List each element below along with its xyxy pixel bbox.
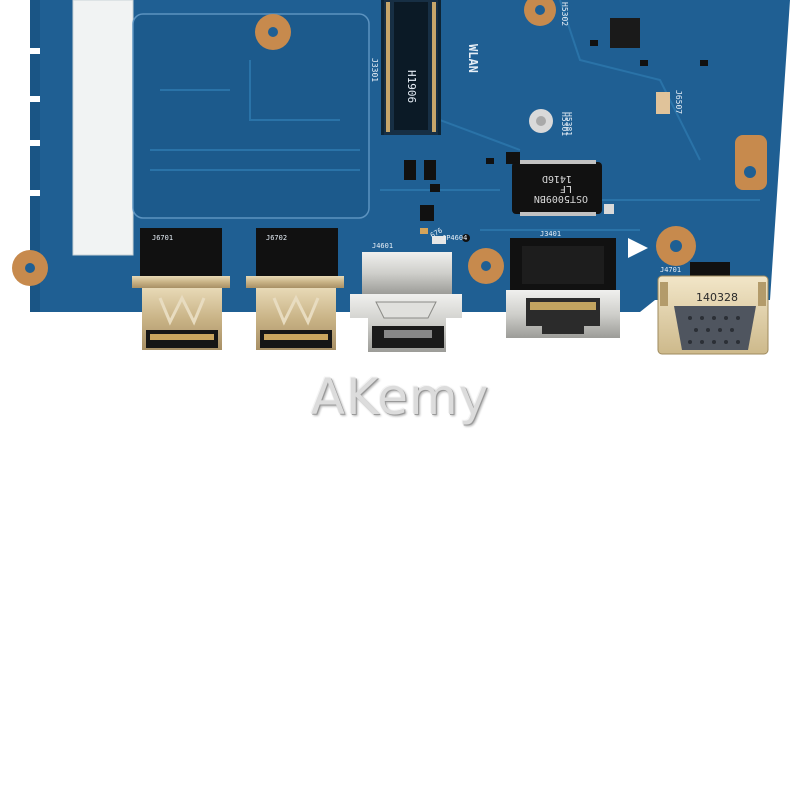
j6702-label: J6702	[266, 234, 287, 242]
mounting-hole	[468, 248, 504, 284]
jp4604-label: JP4604	[442, 234, 467, 242]
mounting-hole	[255, 14, 291, 50]
h5301-label: H5301	[560, 112, 569, 136]
mounting-hole	[656, 226, 696, 266]
edge-notches	[30, 48, 40, 196]
j6507-label: J6507	[674, 90, 683, 114]
j3401-label: J3401	[540, 230, 561, 238]
lan-transformer-chip	[512, 162, 602, 214]
mounting-screw	[529, 109, 553, 133]
slot-code-label: H1906	[405, 70, 418, 103]
mounting-hole	[735, 135, 767, 190]
chip-text-3: 1416D	[542, 173, 572, 184]
h5381-label: H5381	[564, 112, 573, 136]
label-strip	[73, 0, 133, 255]
j4701-label: J4701	[660, 266, 681, 274]
j4601-label: J4601	[372, 242, 393, 250]
mounting-hole	[524, 0, 556, 26]
chip-text-1: OST5009BN	[534, 193, 588, 204]
chip-text-2: LF	[560, 183, 572, 194]
vga-port	[657, 275, 769, 355]
hdmi-port	[350, 252, 462, 352]
j6701-label: J6701	[152, 234, 173, 242]
ethernet-port	[506, 238, 620, 338]
j3301-label: J3301	[370, 58, 379, 82]
smd-components	[404, 18, 730, 276]
arrow-icon	[628, 238, 648, 258]
wlan-label: WLAN	[466, 44, 480, 73]
usb-port-1	[132, 228, 230, 350]
mounting-hole	[12, 250, 48, 286]
m2-wlan-slot	[381, 0, 441, 135]
h5302-label: H5302	[560, 2, 569, 26]
watermark-text: AKemy	[310, 368, 490, 426]
vga-code-label: 140328	[696, 291, 738, 304]
usb-port-2	[246, 228, 344, 350]
